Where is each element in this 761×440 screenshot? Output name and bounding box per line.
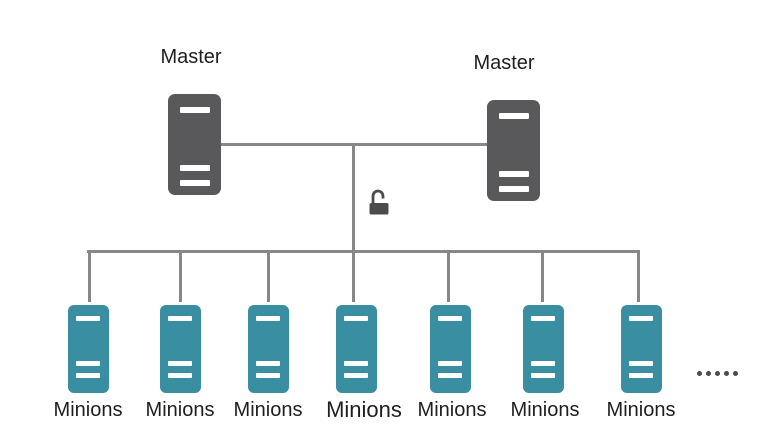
minion-label: Minions [326,397,402,422]
server-slot-bar [76,361,100,366]
server-slot-bar [76,373,100,378]
minion-server-icon [335,305,377,393]
server-slot-bar [180,180,210,186]
server-slot-bar [344,361,368,366]
bus-line [87,250,640,253]
server-slot-bar [531,361,555,366]
server-slot-bar [438,373,462,378]
minion-label: Minions [417,399,487,421]
ellipsis-dot [733,371,738,376]
ellipsis-dot [706,371,711,376]
server-slot-bar [256,373,280,378]
more-minions-ellipsis [697,371,738,376]
ellipsis-dot [697,371,702,376]
server-slot-bar [256,361,280,366]
minion-server-icon [522,305,564,393]
minion-drop-line [636,252,640,302]
minion-drop-line [446,252,450,302]
server-slot-bar [629,373,653,378]
server-slot-bar [168,316,192,321]
minion-label: Minions [53,399,123,421]
master-2-label: Master [473,52,535,74]
server-slot-bar [499,113,529,119]
master-1-server-icon [168,94,221,195]
master-2-server-icon [487,100,540,201]
server-slot-bar [344,373,368,378]
minion-drop-line [178,252,182,302]
minion-server-icon [429,305,471,393]
minion-label: Minions [510,399,580,421]
server-slot-bar [629,316,653,321]
server-slot-bar [180,165,210,171]
minion-label: Minions [145,399,215,421]
minion-drop-line [352,252,355,302]
minion-drop-line [87,252,91,302]
minion-label: Minions [233,399,303,421]
ellipsis-dot [715,371,720,376]
minion-label: Minions [606,399,676,421]
server-slot-bar [499,186,529,192]
minion-server-icon [159,305,201,393]
server-slot-bar [438,316,462,321]
minion-server-icon [620,305,662,393]
minion-drop-line [540,252,544,302]
minion-server-icon [247,305,289,393]
minion-server-icon [67,305,109,393]
minion-drop-line [266,252,270,302]
trunk-line [352,143,355,253]
server-slot-bar [168,373,192,378]
ellipsis-dot [724,371,729,376]
master-1-label: Master [160,46,222,68]
server-slot-bar [531,373,555,378]
server-slot-bar [180,107,210,113]
server-slot-bar [499,171,529,177]
server-slot-bar [531,316,555,321]
server-slot-bar [168,361,192,366]
server-slot-bar [438,361,462,366]
server-slot-bar [344,316,368,321]
server-slot-bar [76,316,100,321]
server-slot-bar [629,361,653,366]
unlocked-padlock-icon [369,189,389,215]
server-slot-bar [256,316,280,321]
